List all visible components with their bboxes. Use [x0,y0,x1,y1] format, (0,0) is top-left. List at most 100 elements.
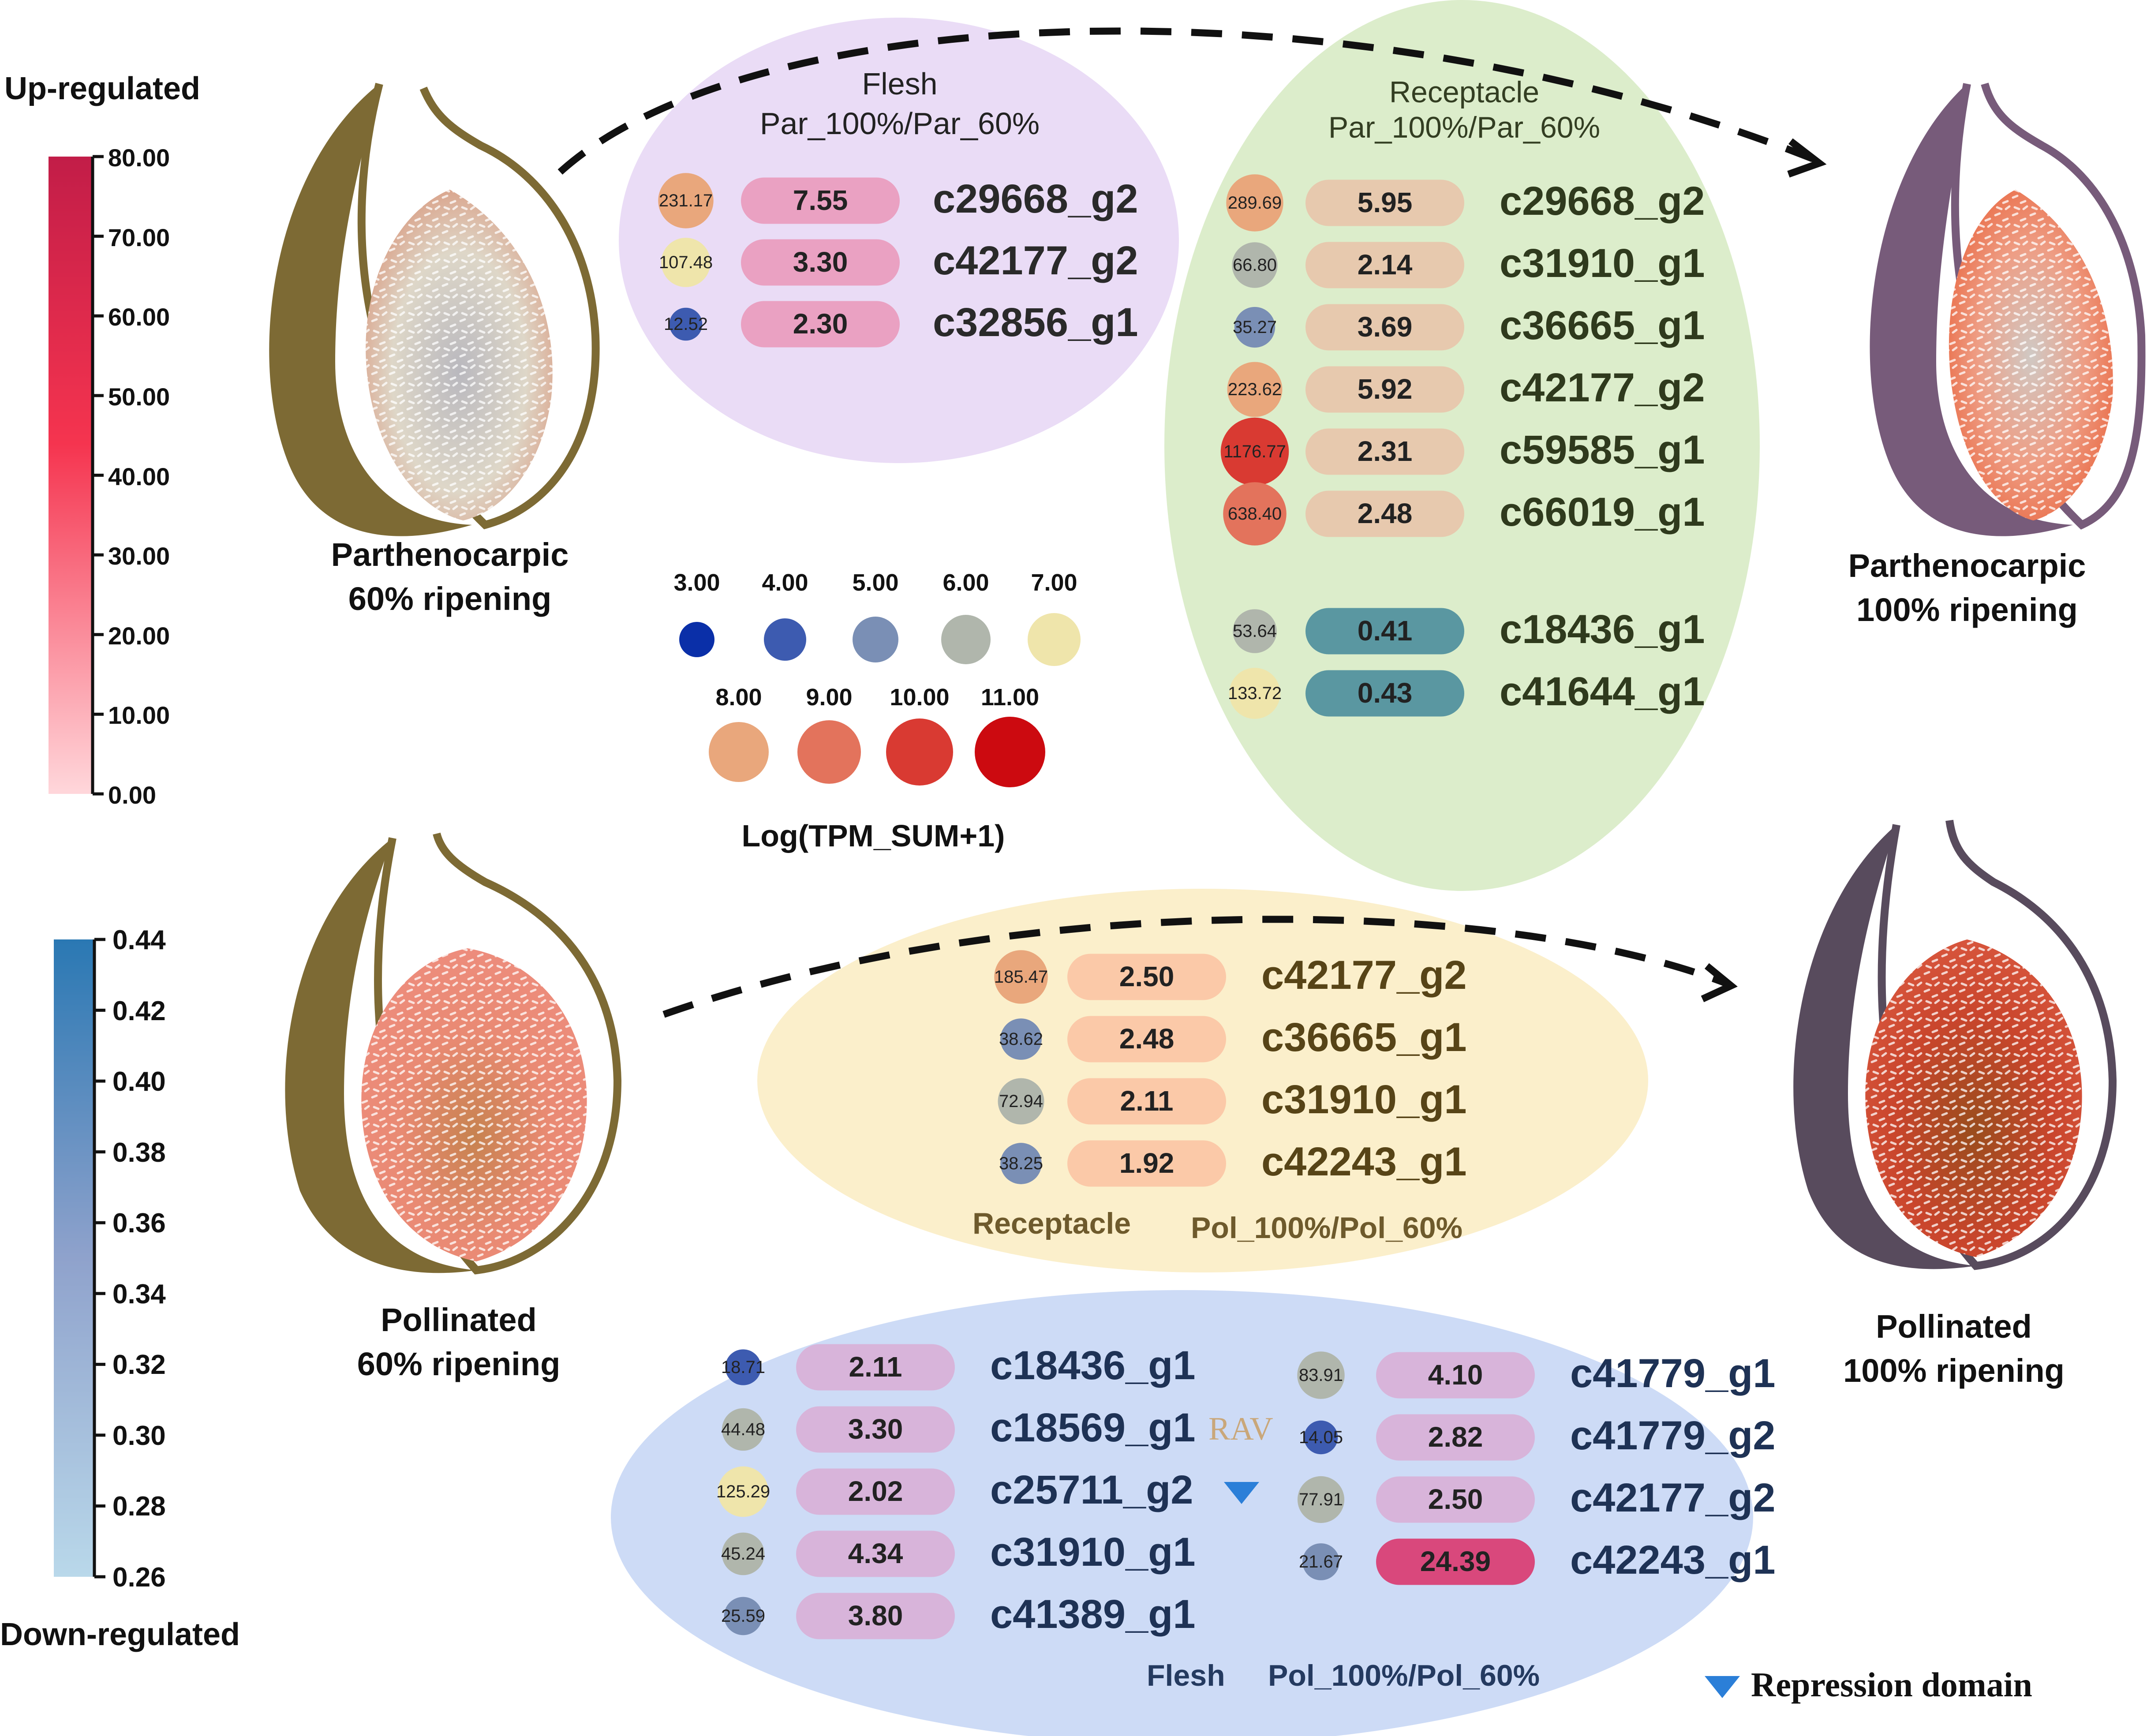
rav-label: RAV [1208,1411,1273,1447]
size-legend-circle [797,720,861,784]
tpm-value: 12.52 [663,314,708,334]
repression-legend-marker [1705,1676,1740,1698]
down-tick-label: 0.38 [112,1137,166,1168]
tpm-circle [1227,362,1283,417]
tpm-circle [1297,1351,1345,1399]
tpm-value: 14.05 [1298,1428,1343,1447]
tpm-value: 107.48 [658,253,713,272]
gene-id: c29668_g2 [1500,179,1705,224]
fold-change-pill [1305,670,1464,717]
size-legend-circle [975,717,1045,787]
repression-domain-label: Repression domain [1751,1665,2032,1704]
arrow-pol [662,916,1728,1018]
gene-id: c18436_g1 [990,1343,1196,1388]
gene-id: c59585_g1 [1500,427,1705,472]
up-tick-label: 10.00 [108,701,170,730]
fold-change-pill [1067,1078,1226,1125]
up-colorbar [49,157,93,794]
size-legend-label: 6.00 [943,569,989,596]
tpm-circle [718,1466,769,1517]
tpm-circle [994,950,1048,1004]
tpm-circle [1302,1543,1339,1580]
fold-change-pill [1305,180,1464,226]
up-regulated-title: Up-regulated [4,71,201,106]
tpm-circle [1233,609,1277,653]
fold-change-pill [1376,1352,1535,1399]
down-tick-label: 0.26 [112,1562,166,1593]
tpm-circle [1234,307,1275,348]
flesh-pol-title-2: Pol_100%/Pol_60% [1268,1659,1540,1692]
tpm-value: 1176.77 [1223,442,1286,461]
size-legend-circle [1028,613,1081,666]
fig-pol60 [285,832,622,1275]
fold-change-pill [741,239,900,286]
down-tick-label: 0.40 [112,1066,166,1097]
fold-change-pill [796,1593,955,1639]
gene-id: c42177_g2 [1570,1475,1776,1520]
receptacle-par-title-line2: Par_100%/Par_60% [1328,111,1601,144]
flesh-pol-title-1: Flesh [1147,1659,1225,1692]
caption-pol60-line1: Pollinated [381,1302,537,1338]
gene-id: c41644_g1 [1500,669,1705,714]
fold-change-value: 7.55 [793,184,848,216]
fold-change-value: 5.92 [1357,373,1413,405]
gene-id: c29668_g2 [933,176,1138,221]
fold-change-pill [1305,428,1464,475]
fold-change-value: 2.02 [848,1475,903,1507]
down-regulated-title: Down-regulated [0,1617,240,1652]
fold-change-value: 0.41 [1357,615,1413,647]
caption-par100-line1: Parthenocarpic [1848,547,2086,584]
tpm-value: 38.25 [999,1154,1044,1173]
fold-change-value: 1.92 [1119,1147,1174,1179]
gene-id: c42243_g1 [1261,1139,1467,1184]
fold-change-pill [796,1468,955,1515]
gene-id: c36665_g1 [1500,303,1705,348]
receptacle-pol-title-1: Receptacle [973,1207,1131,1240]
size-legend-label: 3.00 [673,569,720,596]
up-tick-label: 0.00 [108,781,156,809]
gene-id: c31910_g1 [1261,1077,1467,1122]
caption-pol60-line2: 60% ripening [357,1346,561,1382]
size-legend-circle [886,718,953,786]
gene-id: c18436_g1 [1500,607,1705,652]
fold-change-value: 3.80 [848,1600,903,1631]
fold-change-pill [1305,366,1464,413]
tpm-value: 72.94 [999,1092,1044,1111]
tpm-value: 38.62 [999,1029,1044,1049]
fold-change-value: 2.82 [1428,1421,1483,1453]
tpm-value: 21.67 [1298,1552,1343,1571]
fold-change-pill [1067,1016,1226,1063]
tpm-circle [998,1078,1044,1125]
fold-change-value: 2.31 [1357,435,1413,467]
caption-par100-line2: 100% ripening [1856,591,2078,628]
size-legend-label: 8.00 [715,684,762,711]
tpm-circle [1304,1420,1338,1455]
caption-par60-line2: 60% ripening [348,580,552,617]
down-tick-label: 0.36 [112,1208,166,1239]
fold-change-value: 24.39 [1420,1545,1491,1577]
tpm-value: 44.48 [721,1420,766,1439]
up-tick-label: 60.00 [108,303,170,331]
fold-change-pill [1376,1476,1535,1523]
fig-par60 [269,82,600,536]
fig-pol100 [1793,819,2117,1270]
fig-par100 [1870,82,2146,536]
size-legend-title: Log(TPM_SUM+1) [741,819,1005,853]
tpm-circle [1000,1143,1042,1184]
gene-id: c32856_g1 [933,300,1138,345]
fold-change-pill [1305,304,1464,351]
fold-change-pill [1305,490,1464,537]
size-legend-label: 10.00 [890,684,950,711]
gene-id: c31910_g1 [1500,241,1705,286]
up-tick-label: 40.00 [108,462,170,490]
gene-id: c42243_g1 [1570,1538,1776,1583]
tpm-value: 83.91 [1298,1366,1343,1385]
tpm-value: 125.29 [716,1482,771,1501]
fold-change-pill [1067,1140,1226,1187]
caption-pol100-line2: 100% ripening [1843,1352,2065,1389]
fold-change-value: 4.34 [848,1538,903,1569]
gene-id: c42177_g2 [933,238,1138,283]
fold-change-pill [1067,954,1226,1000]
fold-change-value: 2.50 [1119,961,1174,992]
fold-change-value: 3.30 [793,246,848,278]
